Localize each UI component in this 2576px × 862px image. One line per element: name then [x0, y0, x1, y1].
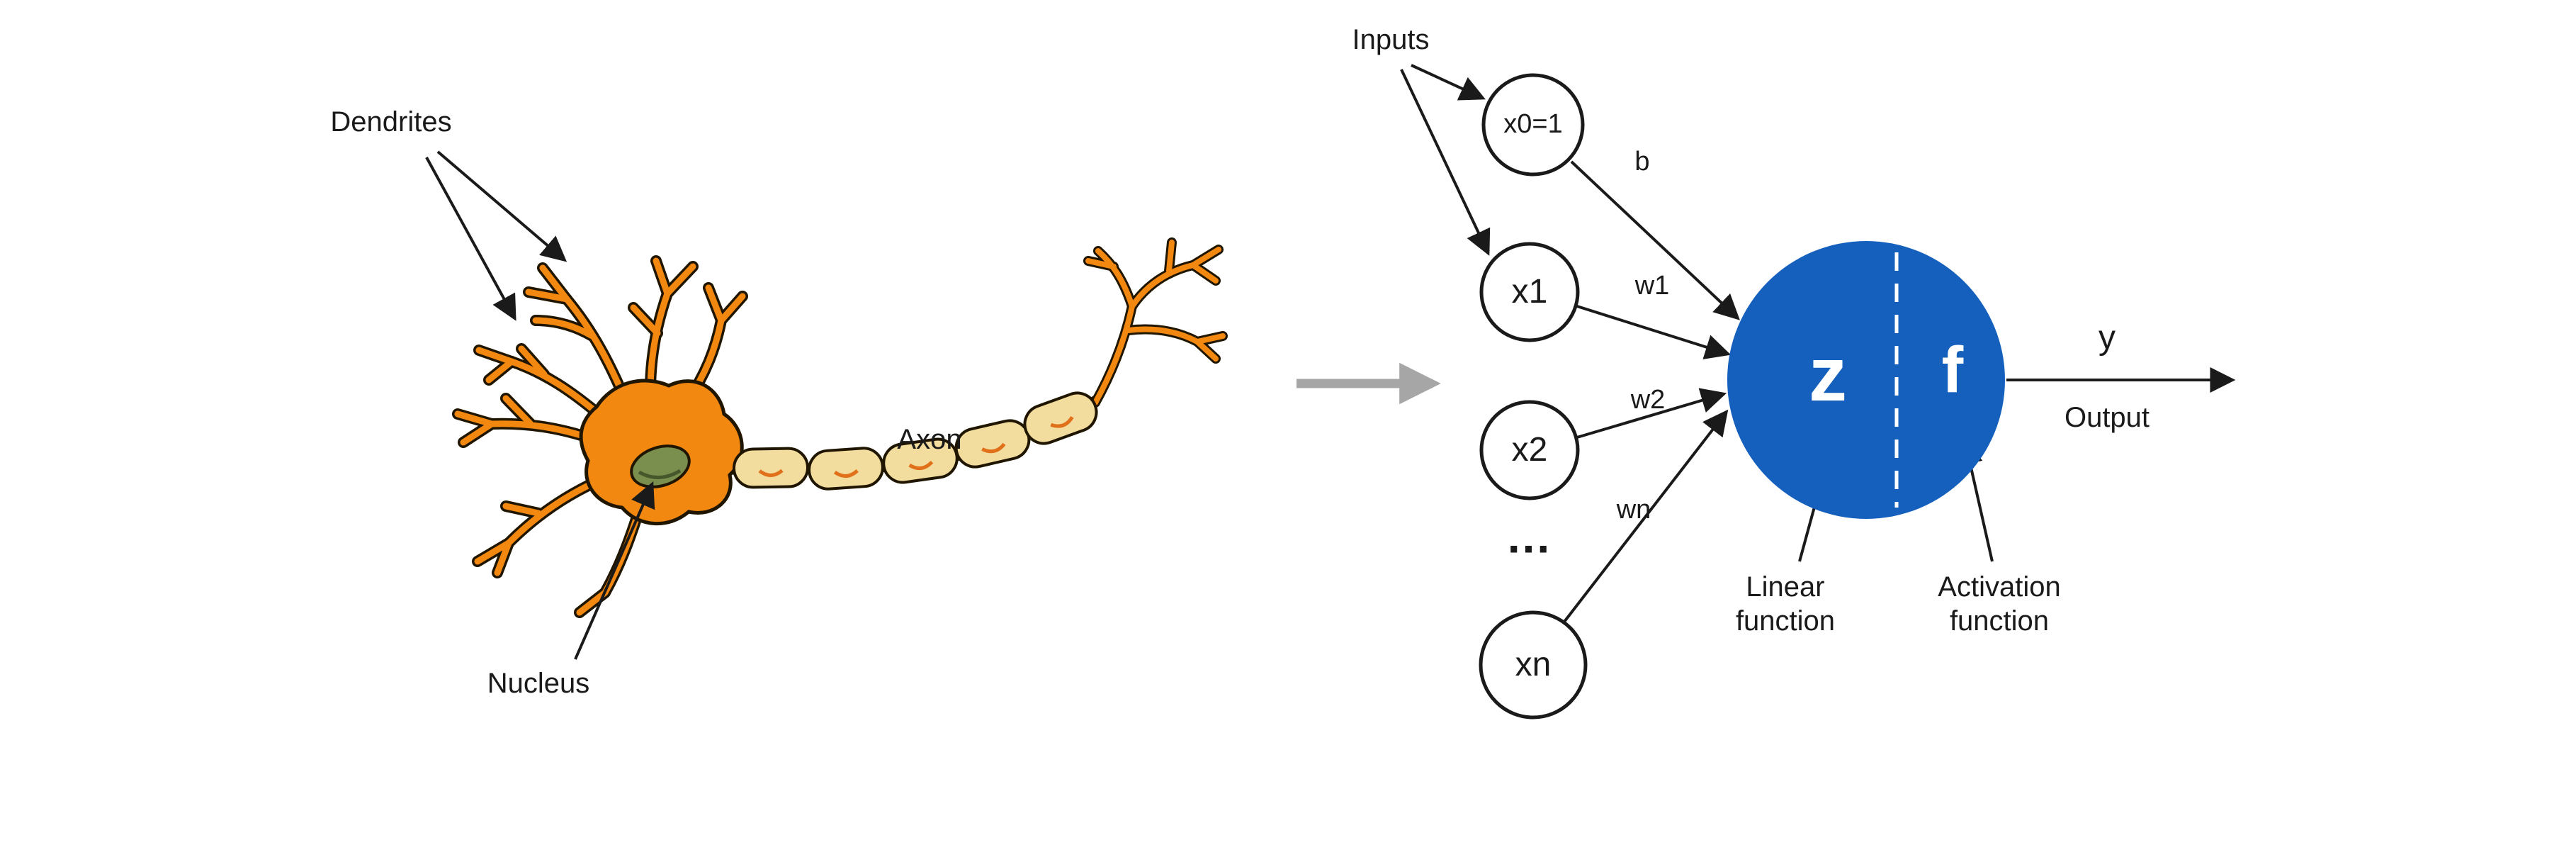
weight-wn-label: wn [1616, 495, 1651, 525]
input-nodes [1479, 73, 1588, 720]
nucleus-label: Nucleus [487, 668, 590, 699]
input-node-x0-circle [1481, 73, 1585, 177]
myelin-sheath [733, 391, 1098, 491]
linear-function-label: Linear function [1735, 571, 1836, 637]
nucleus-pointer-arrow [574, 481, 655, 660]
axon-label: Axon [897, 424, 962, 455]
input-nodes-ellipsis: ... [1507, 511, 1552, 563]
input-node-x2-label: x2 [1511, 431, 1548, 469]
weight-w1-label: w1 [1634, 271, 1670, 301]
axon-terminals [1088, 242, 1223, 403]
linear-function-symbol: z [1809, 331, 1847, 418]
input-node-x1-circle [1479, 242, 1580, 342]
inputs-pointer-arrow-1 [1411, 64, 1486, 101]
output-label: Output [2064, 402, 2150, 433]
dendrites-pointer-arrow-1 [436, 150, 567, 262]
input-node-xn-label: xn [1515, 646, 1552, 684]
input-node-x1-label: x1 [1511, 273, 1548, 311]
weight-w2-label: w2 [1630, 385, 1666, 415]
biological-annotation-arrows [425, 150, 655, 660]
inputs-label: Inputs [1352, 24, 1430, 55]
dendrites-label: Dendrites [330, 106, 452, 138]
weight-b-label: b [1634, 147, 1650, 177]
output-variable-label: y [2098, 319, 2115, 357]
dendrites-pointer-arrow-2 [425, 157, 516, 321]
artificial-neuron-diagram [1400, 64, 2236, 720]
edge-bias-arrow [1570, 160, 1740, 320]
edge-wn-arrow [1563, 409, 1729, 623]
edge-w1-arrow [1576, 305, 1732, 359]
biological-neuron-illustration [425, 150, 1223, 660]
edge-w2-arrow [1576, 388, 1727, 439]
input-node-x0-label: x0=1 [1503, 109, 1563, 140]
inputs-pointer-arrow-2 [1400, 69, 1491, 256]
nucleus [630, 444, 691, 488]
activation-function-label: Activation function [1938, 571, 2061, 637]
activation-function-symbol: f [1941, 333, 1964, 406]
input-node-xn-circle [1479, 610, 1588, 720]
input-node-x2-circle [1479, 400, 1580, 500]
neuron-body-circle [1727, 241, 2005, 519]
